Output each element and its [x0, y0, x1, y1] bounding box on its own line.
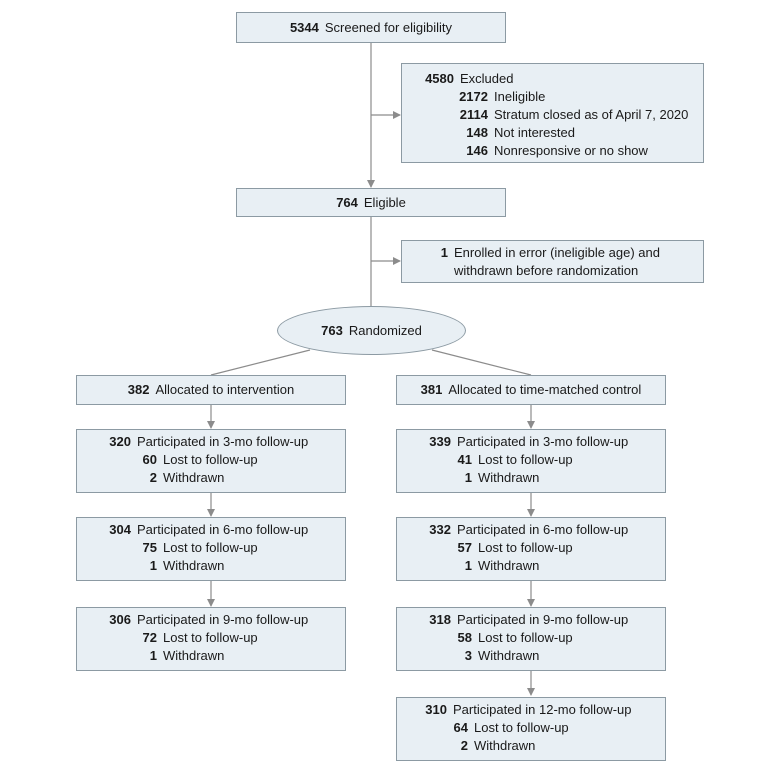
withdrawn-label: Withdrawn — [478, 470, 540, 485]
control-allocation-box: 381 Allocated to time-matched control — [396, 375, 666, 405]
lost-count: 57 — [457, 540, 472, 555]
excluded-item-label: Ineligible — [494, 89, 546, 104]
intervention-followup-6mo-box: 304 Participated in 6-mo follow-up 75 Lost… — [76, 517, 346, 581]
lost-label: Lost to follow-up — [478, 630, 573, 645]
screened-label: Screened for eligibility — [324, 19, 453, 35]
intervention-allocation-count: 382 — [127, 382, 150, 397]
participated-count: 318 — [429, 612, 451, 627]
participated-label: Participated in 9-mo follow-up — [137, 612, 309, 627]
line-randomized-to-intervention — [210, 349, 311, 376]
lost-label: Lost to follow-up — [478, 452, 573, 467]
withdrawn-label: Withdrawn — [163, 558, 225, 573]
randomized-label: Randomized — [348, 323, 422, 338]
withdrawn-count: 1 — [464, 558, 472, 573]
eligible-count: 764 — [336, 194, 358, 210]
intervention-allocation-label: Allocated to intervention — [155, 382, 295, 397]
eligible-label: Eligible — [363, 194, 406, 210]
participated-count: 306 — [109, 612, 131, 627]
withdrawn-label: Withdrawn — [163, 470, 225, 485]
control-allocation-count: 381 — [420, 382, 443, 397]
lost-count: 60 — [142, 452, 157, 467]
withdrawn-label: Withdrawn — [474, 738, 536, 753]
excluded-label: Excluded — [460, 71, 514, 86]
lost-count: 64 — [453, 720, 468, 735]
excluded-item-label: Nonresponsive or no show — [494, 143, 648, 158]
control-followup-3mo-box: 339 Participated in 3-mo follow-up 41 Lost… — [396, 429, 666, 493]
excluded-item-count: 2114 — [459, 107, 488, 122]
intervention-allocation-box: 382 Allocated to intervention — [76, 375, 346, 405]
screened-count: 5344 — [289, 19, 319, 35]
excluded-count: 4580 — [425, 71, 454, 86]
participated-label: Participated in 3-mo follow-up — [457, 434, 629, 449]
excluded-item-label: Not interested — [494, 125, 575, 140]
line-randomized-to-control — [431, 349, 532, 376]
withdrawn-label: Withdrawn — [478, 648, 540, 663]
participated-label: Participated in 6-mo follow-up — [457, 522, 629, 537]
intervention-followup-9mo-box: 306 Participated in 9-mo follow-up 72 Lost… — [76, 607, 346, 671]
participated-label: Participated in 6-mo follow-up — [137, 522, 309, 537]
participated-count: 304 — [109, 522, 131, 537]
participated-count: 320 — [109, 434, 131, 449]
participated-count: 310 — [425, 702, 447, 717]
screened-box: 5344 Screened for eligibility — [236, 12, 506, 43]
lost-label: Lost to follow-up — [163, 630, 258, 645]
lost-count: 72 — [142, 630, 157, 645]
withdrawn-count: 2 — [149, 470, 157, 485]
participated-label: Participated in 3-mo follow-up — [137, 434, 309, 449]
withdrawn-count: 3 — [464, 648, 472, 663]
participated-count: 339 — [429, 434, 451, 449]
withdrawn-count: 1 — [149, 648, 157, 663]
lost-label: Lost to follow-up — [474, 720, 569, 735]
lost-label: Lost to follow-up — [163, 540, 258, 555]
withdrawn-count: 1 — [464, 470, 472, 485]
randomized-ellipse: 763 Randomized — [277, 306, 466, 355]
participated-count: 332 — [429, 522, 451, 537]
excluded-item-count: 2172 — [459, 89, 488, 104]
lost-label: Lost to follow-up — [163, 452, 258, 467]
withdrawn-label: Withdrawn — [478, 558, 540, 573]
withdrawn-label: Withdrawn — [163, 648, 225, 663]
error-line1: Enrolled in error (ineligible age) and — [454, 245, 660, 260]
excluded-item-label: Stratum closed as of April 7, 2020 — [494, 107, 689, 122]
error-line2: withdrawn before randomization — [454, 263, 639, 278]
lost-count: 41 — [457, 452, 472, 467]
withdrawn-count: 2 — [460, 738, 468, 753]
participated-label: Participated in 12-mo follow-up — [453, 702, 632, 717]
lost-count: 75 — [142, 540, 157, 555]
lost-count: 58 — [457, 630, 472, 645]
intervention-followup-3mo-box: 320 Participated in 3-mo follow-up 60 Lost… — [76, 429, 346, 493]
randomized-count: 763 — [321, 323, 343, 338]
error-count: 1 — [440, 245, 448, 260]
lost-label: Lost to follow-up — [478, 540, 573, 555]
excluded-item-count: 146 — [466, 143, 488, 158]
eligible-box: 764 Eligible — [236, 188, 506, 217]
control-allocation-label: Allocated to time-matched control — [448, 382, 642, 397]
withdrawn-count: 1 — [149, 558, 157, 573]
control-followup-12mo-box: 310 Participated in 12-mo follow-up 64 Los… — [396, 697, 666, 761]
excluded-item-count: 148 — [466, 125, 488, 140]
control-followup-6mo-box: 332 Participated in 6-mo follow-up 57 Lost… — [396, 517, 666, 581]
excluded-box: 4580 Excluded 2172 Ineligible 2114 Stratum … — [401, 63, 704, 163]
participated-label: Participated in 9-mo follow-up — [457, 612, 629, 627]
control-followup-9mo-box: 318 Participated in 9-mo follow-up 58 Lost… — [396, 607, 666, 671]
